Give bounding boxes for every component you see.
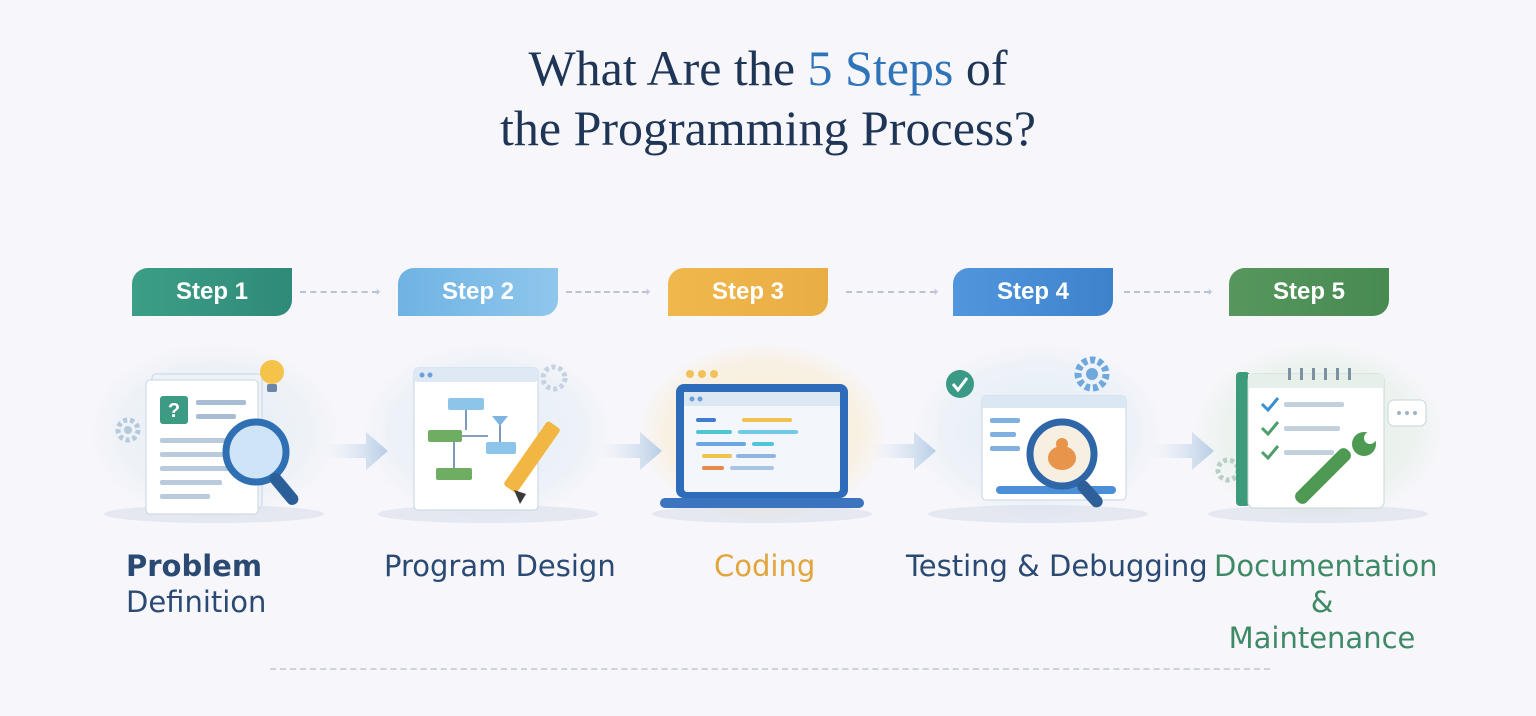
step-4-badge: Step 4 [953,268,1113,316]
title-text-part-2: of [953,40,1008,96]
step-1-label-line-1: Problem [126,549,263,583]
lightbulb-icon [260,360,284,392]
gear-icon [1074,356,1110,392]
bug-magnifier-icon [1026,418,1103,508]
step-3-label: Coding [714,549,816,583]
title-text-part: What Are the [528,40,808,96]
flow-arrow-icon [1150,432,1214,470]
arrow-tip-icon: › [645,284,651,300]
dashed-arrow-1: › [300,285,381,299]
flow-arrow-icon [598,432,662,470]
step-1-badge: Step 1 [132,268,292,316]
dashed-arrow-4: › [1124,285,1213,299]
testing-illustration [946,356,1127,508]
wrench-icon [1295,432,1376,504]
step-5-label-line-1: Documentation [1214,549,1438,583]
gear-icon [540,364,568,392]
arrow-tip-icon: › [933,284,939,300]
flow-arrow-icon [872,432,936,470]
step-5-label-line-2: & Maintenance [1228,585,1416,655]
documentation-illustration [1215,368,1427,509]
step-1-label-line-2: Definition [126,585,267,619]
checklist-icon [1236,368,1385,509]
step-5-shadow [1208,505,1428,523]
arrow-tip-icon: › [375,284,381,300]
step-1-label: Problem Definition [126,548,266,620]
coding-illustration [660,370,864,508]
title-line-2: the Programming Process? [499,100,1036,156]
title-highlight: 5 Steps [807,40,954,96]
arrow-tip-icon: › [1207,284,1213,300]
problem-definition-illustration: ? [115,360,299,515]
dashed-arrow-3: › [846,285,939,299]
step-2-label: Program Design [384,549,616,583]
question-doc-icon: ? [145,373,263,515]
step-4-label: Testing & Debugging [906,549,1208,583]
gear-icon [1215,457,1241,483]
dashed-arrow-2: › [566,285,651,299]
svg-text:?: ? [168,400,180,422]
program-design-illustration [413,364,568,511]
step-5-label: Documentation & Maintenance [1214,548,1438,656]
pencil-icon [504,421,560,504]
laptop-code-icon [660,384,864,508]
flow-arrow-icon [324,432,388,470]
bottom-divider [270,668,1270,670]
step-2-badge: Step 2 [398,268,558,316]
check-circle-icon [946,370,974,398]
step-3-badge: Step 3 [668,268,828,316]
step-5-badge: Step 5 [1229,268,1389,316]
chat-bubble-icon [1387,399,1427,427]
title-line-1: What Are the 5 Steps of [0,38,1536,98]
flowchart-icon [413,367,539,511]
step-4-shadow [928,505,1148,523]
step-3-shadow [652,505,872,523]
gear-icon [115,417,141,443]
magnifier-icon [222,418,299,505]
page-title: What Are the 5 Steps of the Programming … [0,38,1536,158]
